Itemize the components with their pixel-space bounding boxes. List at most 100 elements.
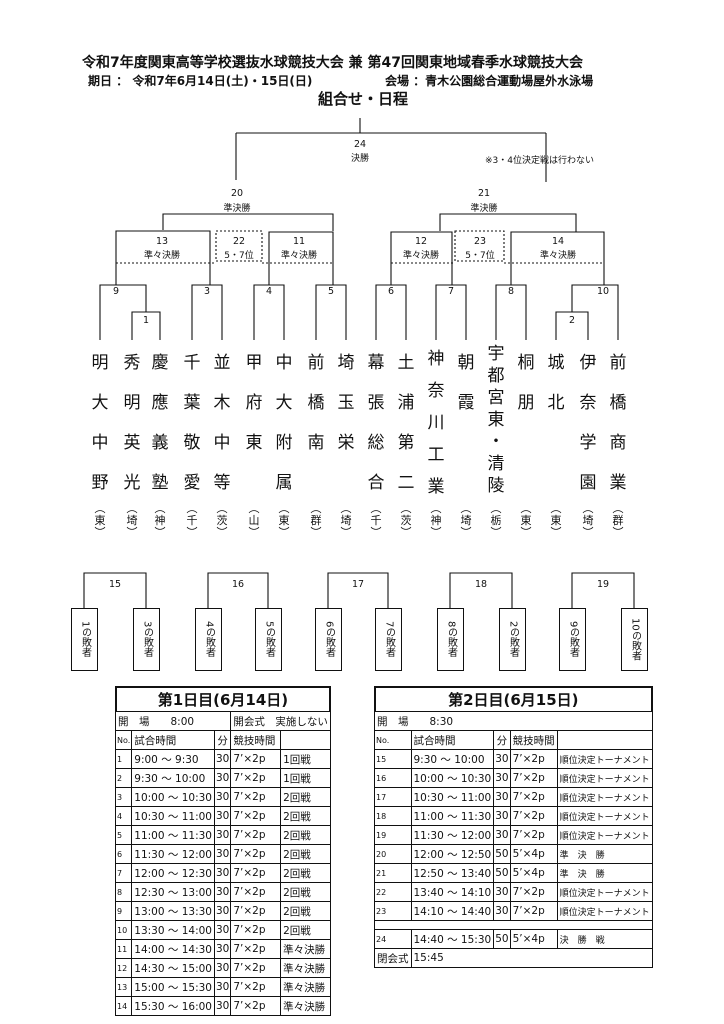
loser-box: 4の敗者 [195,608,222,671]
match-4-lines [253,284,285,340]
team-char: 奈 [427,381,445,401]
team-pref: ︵千︶ [186,502,198,539]
match-format: 5’×4p [509,929,558,949]
team-char: 塾 [151,473,169,493]
match-round: 2回戦 [280,787,331,807]
team-char: 幕 [367,353,385,373]
team-char: 橋 [307,393,325,413]
team-char: 中 [275,353,293,373]
match-time: 10:30 ～ 11:00 [410,787,495,807]
match-format: 7’×2p [230,806,282,826]
team-name: 城北 [543,343,569,423]
qf12-number: 12 [415,236,427,247]
loser-box: 7の敗者 [375,608,402,671]
team-card: 埼玉栄︵埼︶ [333,343,359,539]
team-pref: ︵東︶ [94,502,106,539]
loser-box: 10の敗者 [621,608,648,671]
team-card: 土浦第二︵茨︶ [393,343,419,539]
match-format: 7’×2p [509,768,558,788]
team-card: 千葉敬愛︵千︶ [179,343,205,539]
match-time: 9:00 ～ 9:30 [131,749,215,769]
match-format: 7’×2p [509,825,558,845]
match-no: 22 [374,882,412,902]
col-header: No. [374,730,412,750]
team-card: 伊奈学園︵埼︶ [575,343,601,539]
match-minutes: 30 [213,996,232,1016]
match-no: 9 [114,901,133,921]
team-char: 宇 [487,344,505,364]
match-minutes: 30 [213,749,232,769]
consolation-number: 15 [109,579,121,590]
match-format: 7’×2p [230,787,282,807]
match-no: 4 [114,806,133,826]
event-venue: 会場 ：青木公園総合運動場屋外水泳場 [385,74,594,88]
match-time: 11:30 ～ 12:00 [131,844,215,864]
match-minutes: 30 [493,749,511,769]
match-time: 15:30 ～ 16:00 [131,996,215,1016]
consolation-lines [83,572,635,608]
team-char: 木 [213,393,231,413]
consolation-number: 17 [352,579,364,590]
placement-23-number: 23 [474,236,486,247]
team-name: 並木中等 [209,343,235,503]
team-card: 朝霞︵埼︶ [453,343,479,539]
match-time: 10:00 ～ 10:30 [131,787,215,807]
semi-right-connector [439,213,577,232]
match-no: 14 [114,996,133,1016]
team-pref: ︵茨︶ [400,502,412,539]
team-name: 幕張総合 [363,343,389,503]
match-round: 2回戦 [280,901,331,921]
team-card: 神奈川工業︵神︶ [423,343,449,539]
match-minutes: 30 [213,787,232,807]
match-minutes: 30 [493,882,511,902]
team-card: 並木中等︵茨︶ [209,343,235,539]
match-format: 7’×2p [509,749,558,769]
event-dates: 期日 ： 令和7年6月14日(土)・15日(日) [88,74,313,88]
match-format: 7’×2p [230,882,282,902]
team-char: 東 [245,433,263,453]
team-char: 並 [213,353,231,373]
team-char: 慶 [151,353,169,373]
match-format: 7’×2p [230,939,282,959]
match-no: 11 [114,939,133,959]
qf13-connector [115,230,211,285]
team-name: 前橋商業 [605,343,631,503]
team-char: 朝 [457,353,475,373]
team-char: 光 [123,473,141,493]
team-char: 葉 [183,393,201,413]
team-card: 甲府東︵山︶ [241,343,267,539]
match-no: 10 [114,920,133,940]
team-char: 前 [307,353,325,373]
match-round: 準々決勝 [280,996,331,1016]
team-char: 栄 [337,433,355,453]
match-format: 7’×2p [509,806,558,826]
team-char: 甲 [245,353,263,373]
match-number: 3 [204,286,210,297]
match-format: 7’×2p [230,749,282,769]
team-pref: ︵東︶ [520,502,532,539]
team-char: 宮 [487,388,505,408]
team-char: 総 [367,433,385,453]
team-char: 浦 [397,393,415,413]
match-no: 15 [374,749,412,769]
col-header: 試合時間 [131,730,215,750]
team-char: 野 [91,473,109,493]
col-header [556,730,653,750]
match-format: 7’×2p [230,825,282,845]
day2-open: 開 場 8:30 [374,711,653,731]
team-char: 橋 [609,393,627,413]
team-name: 桐朋 [513,343,539,423]
match-format: 7’×2p [230,958,282,978]
col-header: 試合時間 [410,730,495,750]
team-pref: ︵東︶ [550,502,562,539]
placement-23-label: 5・7位 [465,249,494,261]
match-number: 4 [266,286,272,297]
match-minutes: 30 [213,939,232,959]
match-number: 9 [113,286,119,297]
match-time: 14:00 ～ 14:30 [131,939,215,959]
